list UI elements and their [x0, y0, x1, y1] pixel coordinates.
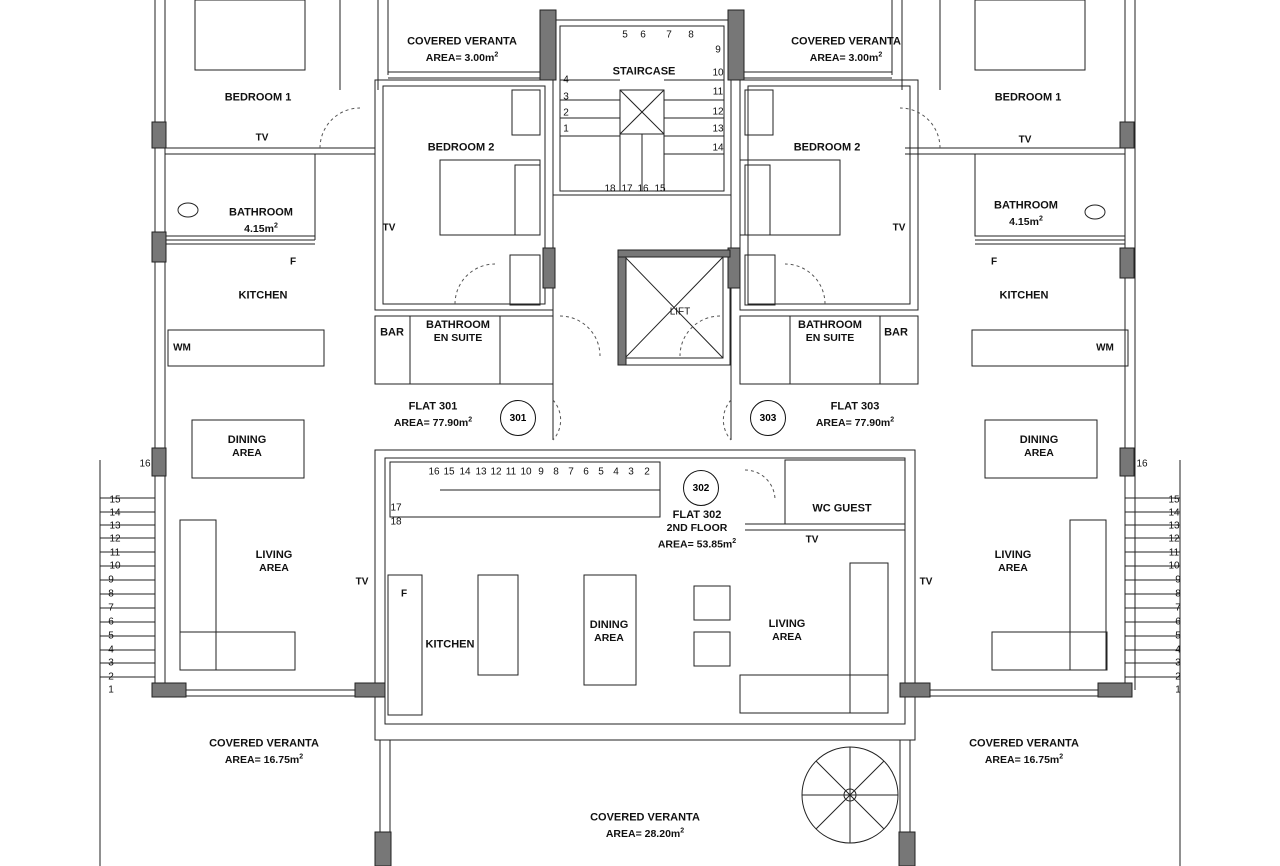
- flat-301-walls: [99, 0, 554, 866]
- spiral-staircase: [801, 746, 899, 844]
- staircase-core: [552, 19, 732, 440]
- right-outer-steps: [1125, 497, 1180, 678]
- flat-301-furniture: [177, 0, 541, 671]
- flat-303-walls: [739, 0, 1181, 866]
- structural-columns: [151, 9, 1135, 866]
- flat-303-furniture: [739, 0, 1108, 671]
- left-outer-steps: [100, 497, 155, 678]
- door-swings: [319, 107, 941, 501]
- flat-302-walls: [374, 449, 916, 866]
